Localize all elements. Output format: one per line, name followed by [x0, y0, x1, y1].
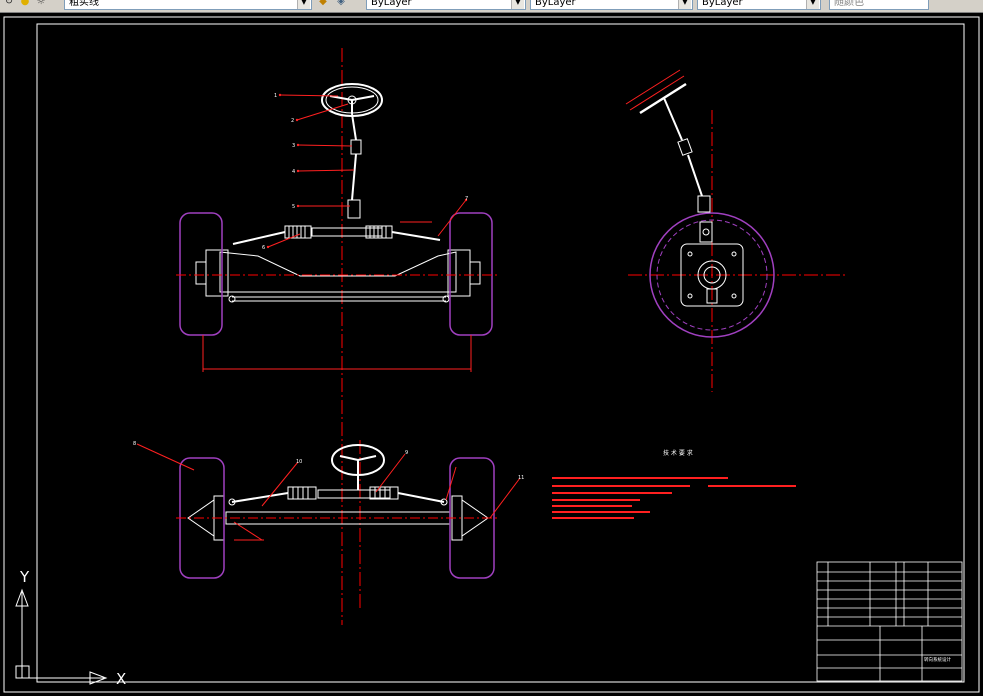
inner-frame [36, 23, 965, 683]
steering-rack [311, 227, 383, 237]
bulb-icon[interactable]: ● [20, 0, 30, 7]
universal-joint-upper [350, 139, 362, 155]
layer-state-icon[interactable]: ↻ [4, 0, 14, 7]
lineweight-dropdown[interactable]: ByLayer ▼ [697, 0, 821, 10]
part-number-7: 7 [465, 196, 468, 202]
steering-wheel-side [639, 82, 687, 115]
tyre-left [179, 212, 223, 336]
linetype-dropdown[interactable]: ByLayer ▼ [530, 0, 693, 10]
chevron-down-icon[interactable]: ▼ [678, 0, 691, 9]
make-current-icon[interactable]: ◆ [319, 0, 327, 7]
lineweight-value: ByLayer [702, 0, 743, 8]
color-value: ByLayer [371, 0, 412, 8]
universal-joint-lower [347, 199, 361, 219]
plotstyle-value: 随颜色 [834, 0, 864, 8]
front-axle [219, 251, 457, 293]
side-view [625, 69, 848, 392]
part-number-9: 9 [405, 450, 408, 456]
chevron-down-icon[interactable]: ▼ [297, 0, 310, 9]
part-number-3: 3 [292, 143, 295, 149]
tech-requirements-title: 技 术 要 求 [663, 449, 693, 457]
ucs-icon [15, 588, 108, 685]
plotstyle-dropdown[interactable]: 随颜色 [829, 0, 929, 10]
chevron-down-icon[interactable]: ▼ [806, 0, 819, 9]
part-number-10: 10 [296, 459, 302, 465]
chevron-down-icon[interactable]: ▼ [511, 0, 524, 9]
ucs-y-label: Y [19, 568, 30, 586]
hub-plate [680, 243, 744, 307]
part-number-4: 4 [292, 169, 295, 175]
title-block-caption: 转向系统设计 [924, 656, 951, 663]
sun-icon[interactable]: ☼ [36, 0, 46, 7]
part-number-6: 6 [262, 245, 265, 251]
part-number-11: 11 [518, 475, 524, 481]
part-number-8: 8 [133, 441, 136, 447]
linetype-value: ByLayer [535, 0, 576, 8]
title-block [816, 561, 963, 682]
part-number-2: 2 [291, 118, 294, 124]
outer-frame [3, 16, 980, 693]
ucs-x-label: X [116, 670, 126, 688]
layer-previous-icon[interactable]: ◈ [337, 0, 345, 7]
color-dropdown[interactable]: ByLayer ▼ [366, 0, 526, 10]
layer-dropdown[interactable]: 粗实线 ▼ [64, 0, 312, 10]
properties-toolbar: ↻ ● ☼ 粗实线 ▼ ◆ ◈ ByLayer ▼ ByLayer ▼ ByLa… [0, 0, 983, 13]
drawing-canvas[interactable]: 1 2 3 4 5 6 7 8 9 10 11 技 术 要 求 [0, 13, 983, 696]
part-number-1: 1 [274, 93, 277, 99]
top-view [176, 83, 498, 372]
wheel-side-tyre [649, 212, 775, 338]
tech-requirements-lines [552, 477, 796, 519]
part-number-5: 5 [292, 204, 295, 210]
layer-name: 粗实线 [69, 0, 99, 8]
bottom-view [136, 440, 521, 610]
